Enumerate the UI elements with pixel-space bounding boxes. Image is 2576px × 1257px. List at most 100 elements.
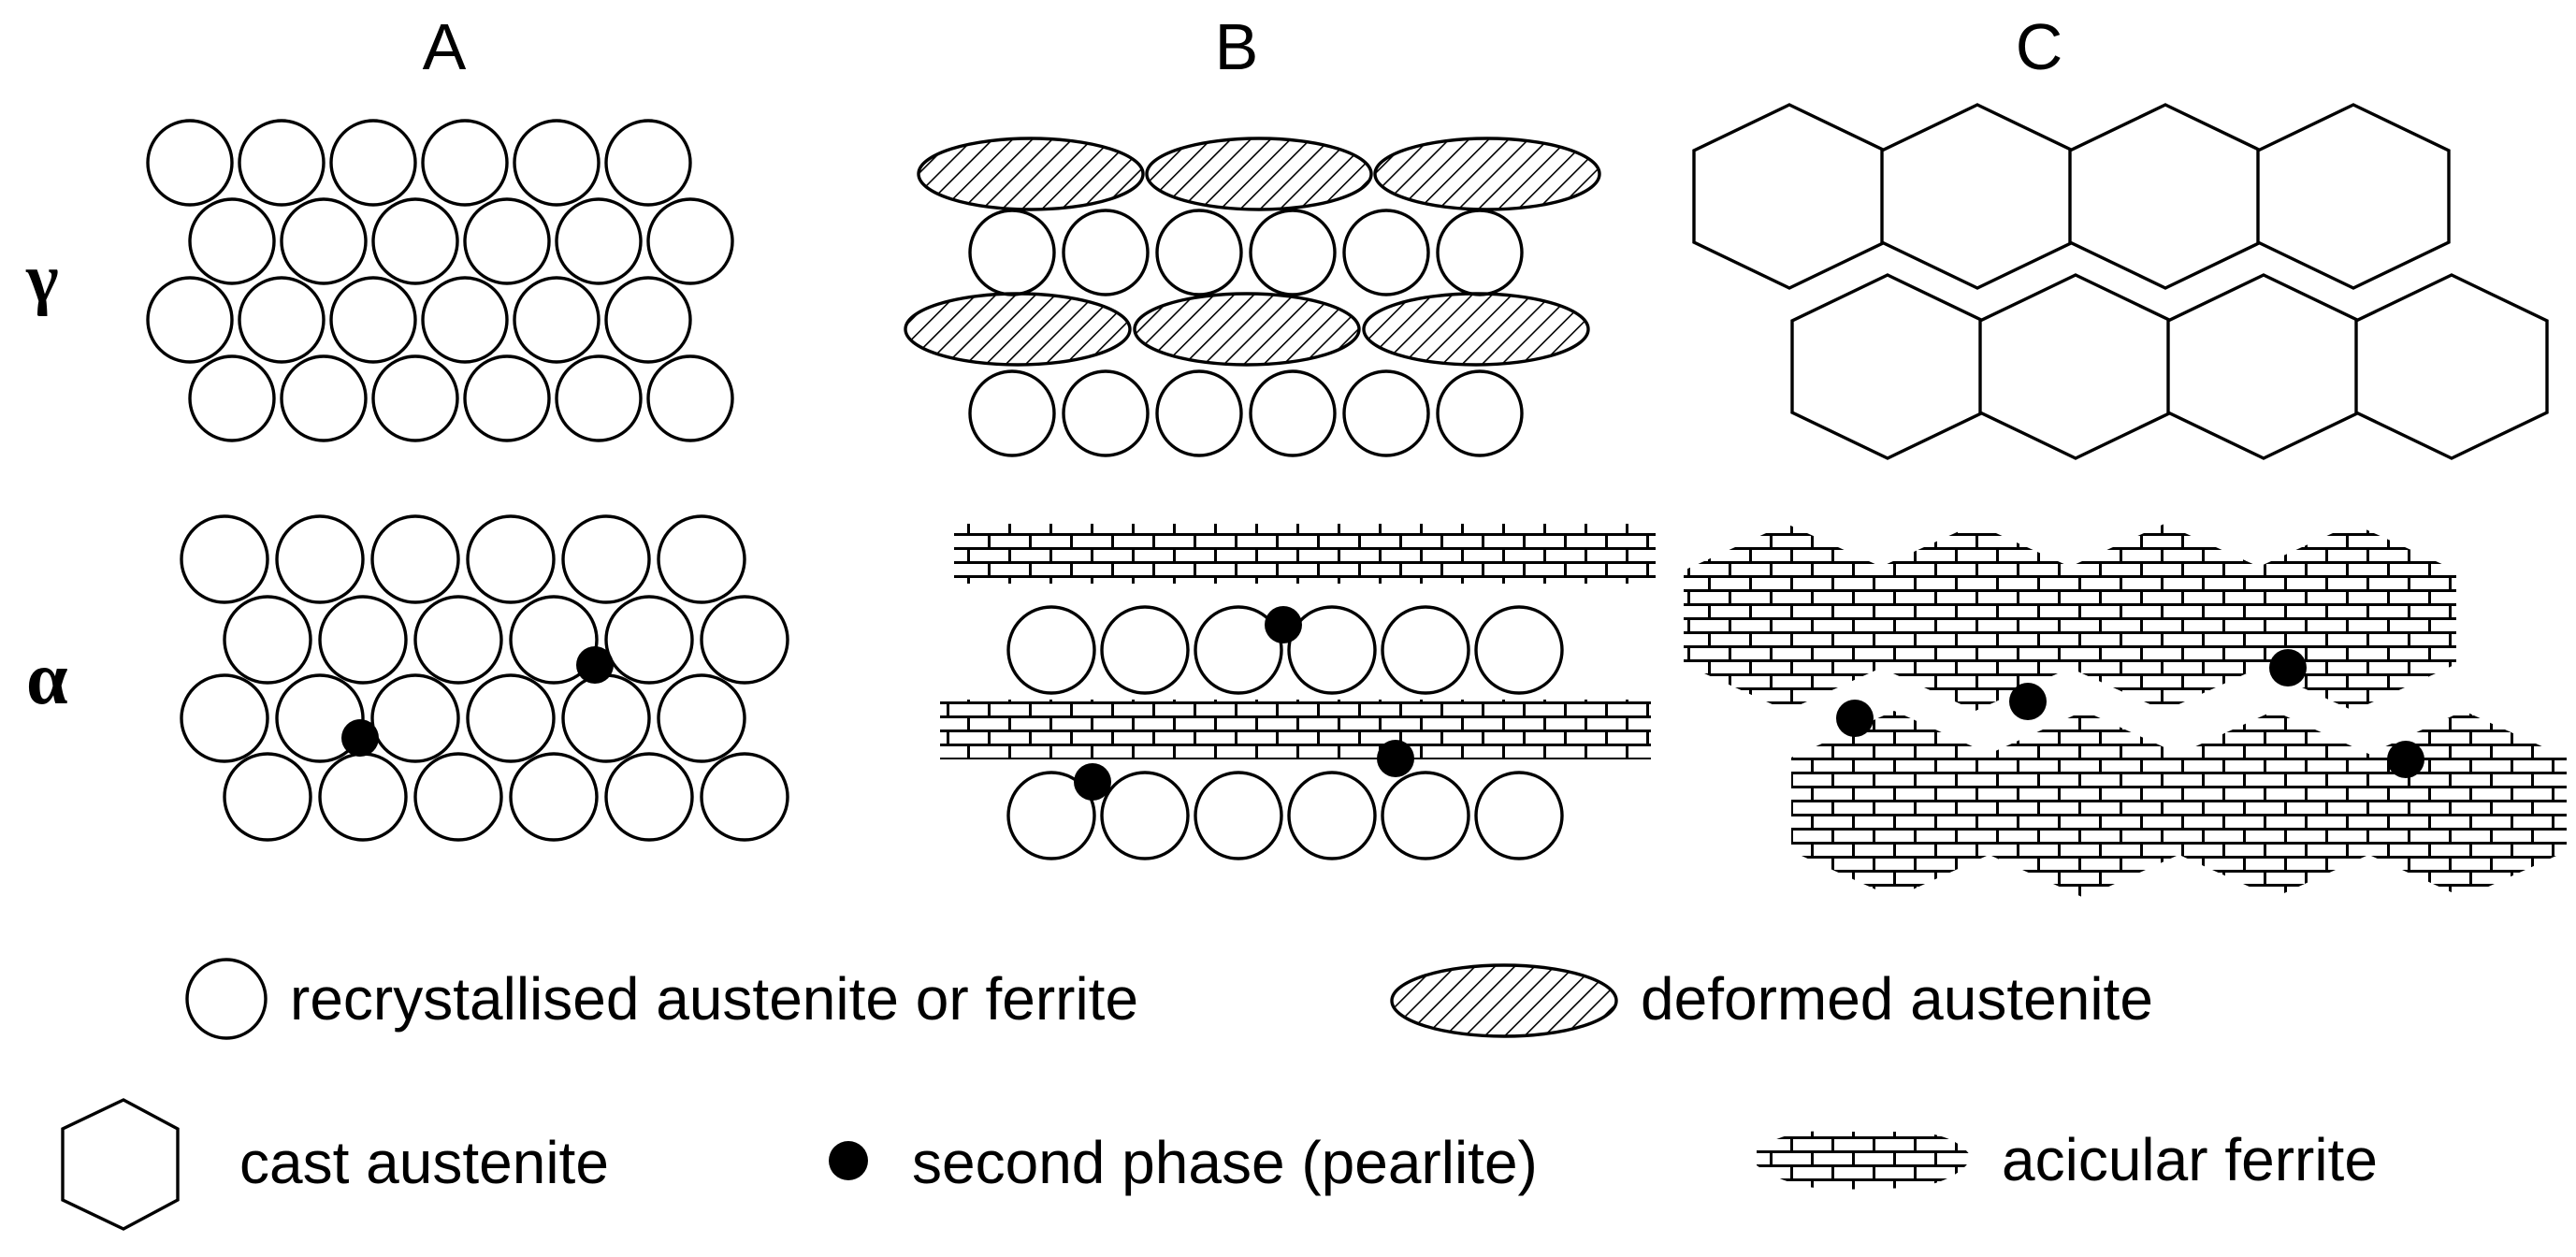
legend-acicular-label: acicular ferrite	[2002, 1126, 2378, 1193]
ferrite-grain	[700, 752, 789, 842]
cast-austenite-grain	[1790, 273, 1985, 460]
austenite-grain	[1436, 369, 1524, 457]
austenite-grain	[371, 197, 459, 285]
ferrite-grain	[1474, 771, 1564, 860]
acicular-ferrite-grain	[1684, 524, 1889, 711]
austenite-grain	[1342, 209, 1430, 296]
ferrite-grain	[657, 673, 746, 763]
deformed-grain	[1133, 292, 1361, 367]
ferrite-grain	[318, 752, 408, 842]
ferrite-grain	[657, 514, 746, 604]
deformed-grain	[917, 137, 1145, 211]
column-label-c: C	[2016, 10, 2063, 83]
cast-austenite-grain	[1692, 103, 1887, 290]
acicular-ferrite-layer	[954, 524, 1656, 584]
austenite-grain	[1062, 369, 1150, 457]
ferrite-grain	[509, 752, 599, 842]
austenite-grain	[604, 276, 692, 364]
austenite-grain	[1062, 209, 1150, 296]
legend-deformed-label: deformed austenite	[1641, 965, 2153, 1033]
ferrite-grain	[604, 595, 694, 685]
austenite-grain	[329, 119, 417, 207]
austenite-grain	[1342, 369, 1430, 457]
ferrite-grain	[561, 673, 651, 763]
acicular-ferrite-grain	[2062, 524, 2267, 711]
panel-a-alpha	[180, 514, 789, 842]
ferrite-grain	[1100, 605, 1190, 695]
legend: recrystallised austenite or ferrite defo…	[61, 958, 2378, 1231]
legend-second-phase-label: second phase (pearlite)	[912, 1129, 1538, 1196]
acicular-ferrite-grain	[2171, 711, 2377, 898]
deformed-grain	[1145, 137, 1373, 211]
austenite-grain	[646, 197, 734, 285]
austenite-grain	[555, 354, 643, 442]
legend-hexagon-icon	[61, 1098, 180, 1231]
ferrite-grain	[604, 752, 694, 842]
austenite-grain	[1155, 209, 1243, 296]
austenite-grain	[329, 276, 417, 364]
austenite-grain	[1249, 369, 1337, 457]
austenite-grain	[371, 354, 459, 442]
deformed-grain	[1373, 137, 1601, 211]
acicular-ferrite-grain	[2361, 711, 2567, 898]
pearlite-particle	[2387, 741, 2424, 778]
austenite-grain	[146, 119, 234, 207]
ferrite-grain	[1006, 605, 1096, 695]
cast-austenite-grain	[2256, 103, 2451, 290]
legend-dot-icon	[829, 1141, 868, 1180]
austenite-grain	[513, 276, 601, 364]
ferrite-grain	[180, 514, 269, 604]
ferrite-grain	[318, 595, 408, 685]
panel-b-gamma	[904, 137, 1601, 457]
ferrite-grain	[1194, 605, 1283, 695]
austenite-grain	[463, 197, 551, 285]
austenite-grain	[1155, 369, 1243, 457]
pearlite-particle	[1377, 740, 1414, 777]
acicular-ferrite-grain	[1873, 524, 2078, 711]
austenite-grain	[968, 369, 1056, 457]
column-label-b: B	[1215, 10, 1259, 83]
ferrite-grain	[275, 514, 365, 604]
pearlite-particle	[2269, 649, 2307, 686]
acicular-ferrite-layer	[940, 700, 1651, 759]
legend-hatched-ellipse-icon	[1390, 963, 1618, 1038]
ferrite-grain	[1100, 771, 1190, 860]
acicular-ferrite-grain	[1981, 711, 2187, 898]
ferrite-grain	[466, 673, 556, 763]
cast-austenite-grain	[1978, 273, 2173, 460]
panel-a-gamma	[146, 119, 734, 442]
pearlite-particle	[341, 719, 379, 757]
austenite-grain	[421, 119, 509, 207]
deformed-grain	[904, 292, 1132, 367]
pearlite-particle	[1265, 606, 1302, 643]
pearlite-particle	[1836, 700, 1874, 737]
row-label-alpha: α	[26, 638, 68, 720]
austenite-grain	[463, 354, 551, 442]
ferrite-grain	[370, 514, 460, 604]
ferrite-grain	[509, 595, 599, 685]
cast-austenite-grain	[2068, 103, 2263, 290]
pearlite-particle	[576, 646, 614, 684]
austenite-grain	[188, 354, 276, 442]
austenite-grain	[1436, 209, 1524, 296]
panel-c-alpha	[1684, 524, 2567, 898]
pearlite-particle	[2009, 683, 2047, 720]
legend-brick-icon	[1757, 1131, 1972, 1190]
austenite-grain	[646, 354, 734, 442]
austenite-grain	[421, 276, 509, 364]
ferrite-grain	[1194, 771, 1283, 860]
panel-c-gamma	[1692, 103, 2549, 460]
ferrite-grain	[370, 673, 460, 763]
ferrite-grain	[1474, 605, 1564, 695]
ferrite-grain	[223, 752, 312, 842]
deformed-grain	[1362, 292, 1590, 367]
ferrite-grain	[700, 595, 789, 685]
austenite-grain	[188, 197, 276, 285]
ferrite-grain	[1006, 771, 1096, 860]
austenite-grain	[238, 276, 326, 364]
ferrite-grain	[413, 752, 503, 842]
austenite-grain	[968, 209, 1056, 296]
austenite-grain	[280, 354, 368, 442]
austenite-grain	[604, 119, 692, 207]
cast-austenite-grain	[1880, 103, 2075, 290]
